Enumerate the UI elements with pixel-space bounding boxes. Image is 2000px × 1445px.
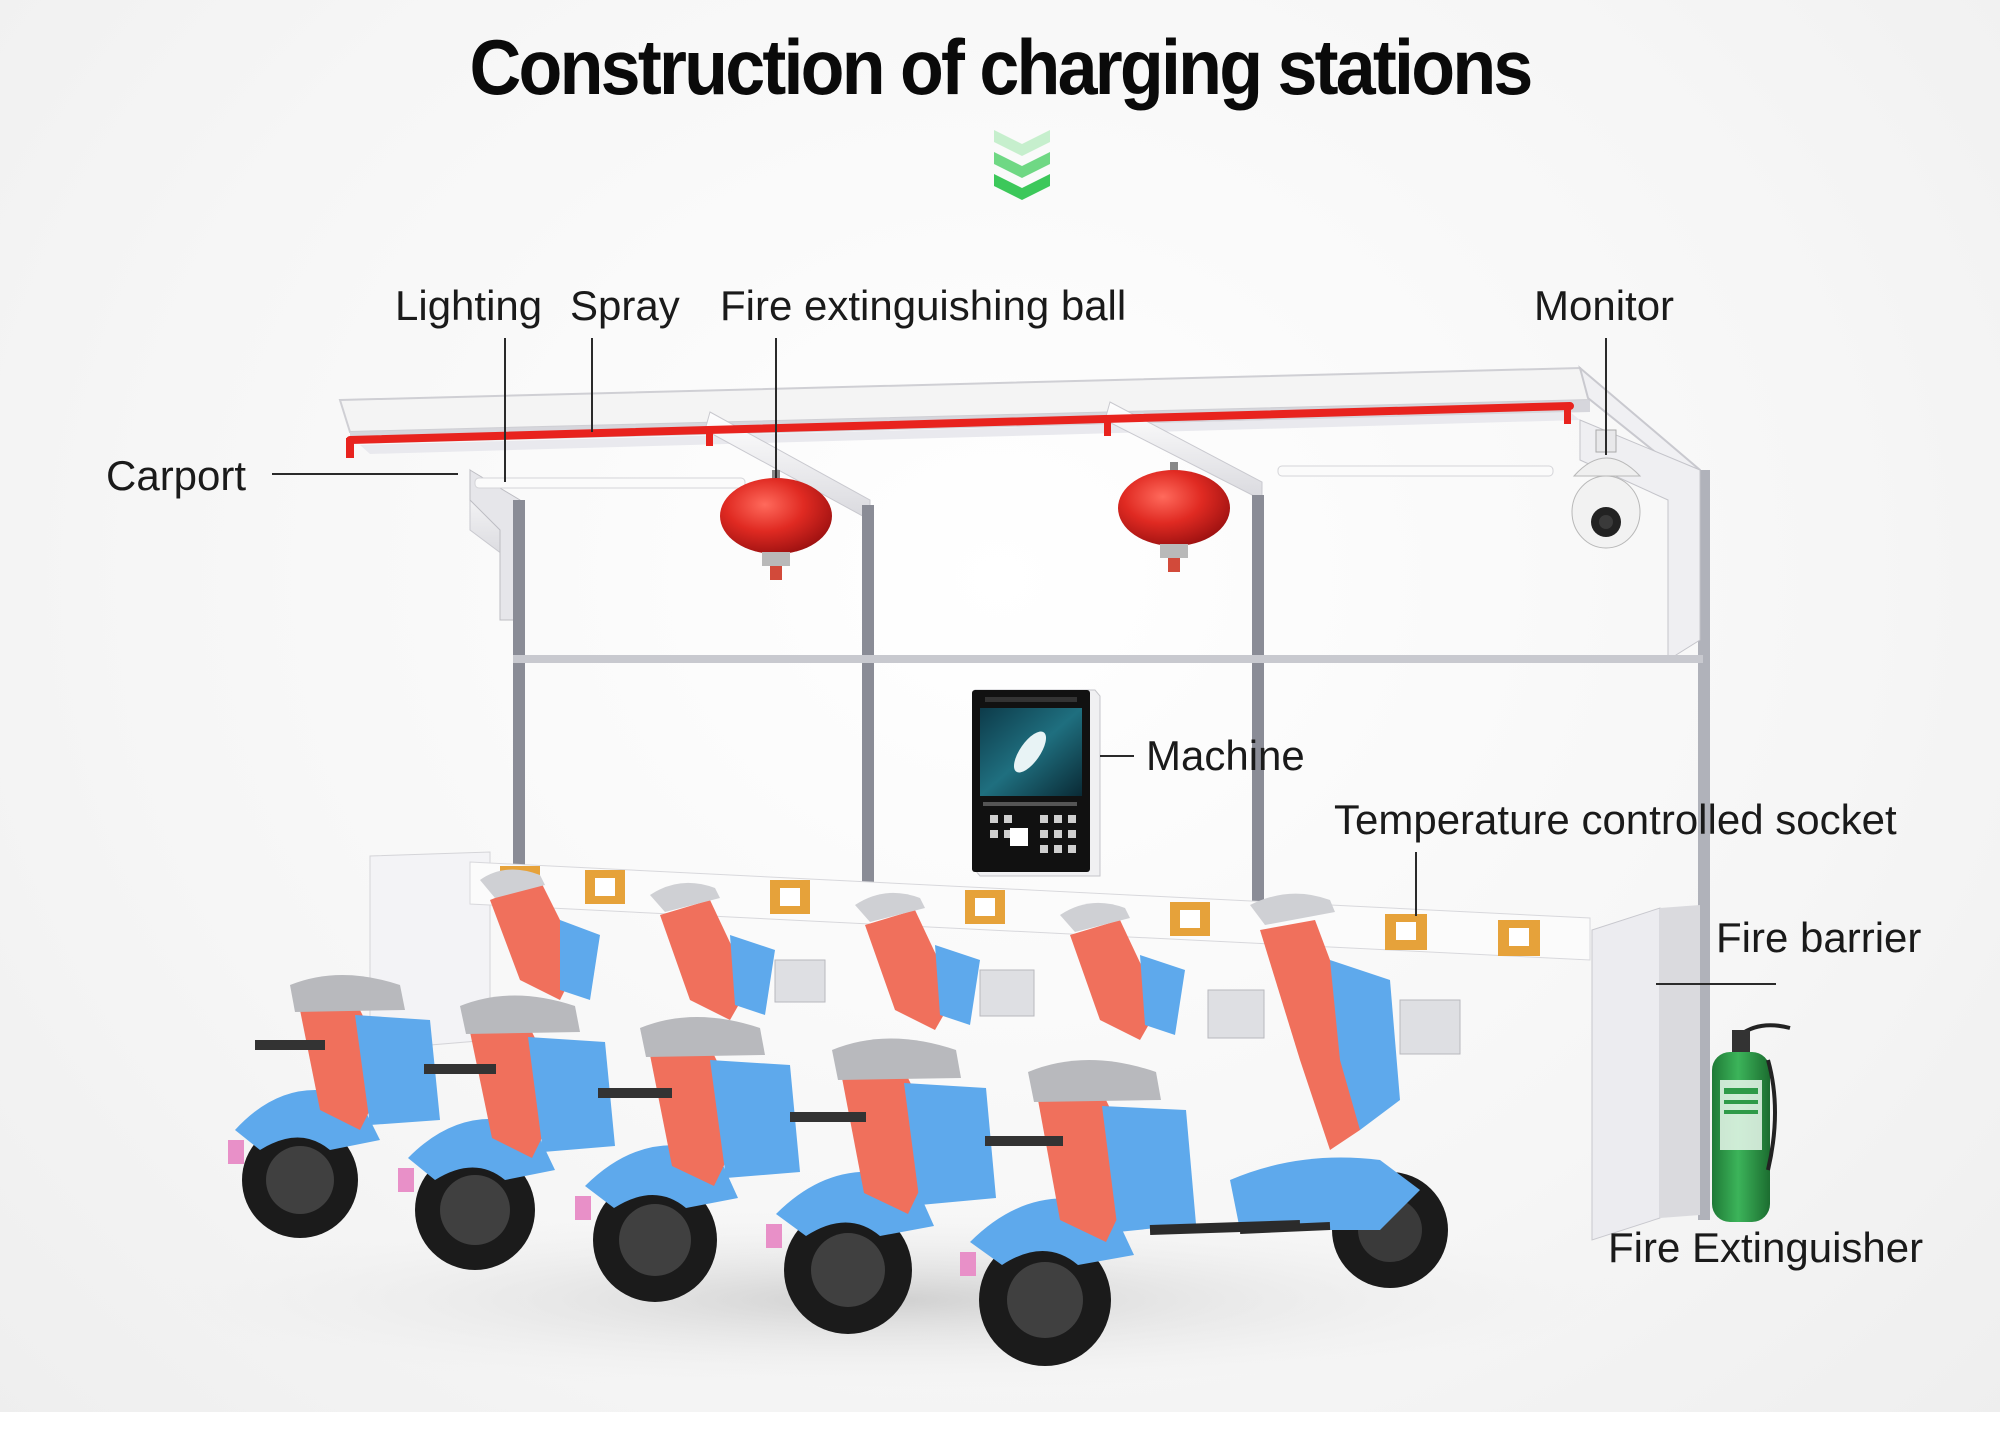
chevron-down-icon: [994, 130, 1050, 200]
bottom-band: [0, 1412, 2000, 1445]
charging-machine: [972, 689, 1101, 877]
label-carport: Carport: [106, 452, 247, 499]
label-fire-barrier: Fire barrier: [1716, 914, 1922, 961]
fire-extinguishing-ball: [1118, 462, 1230, 572]
label-monitor: Monitor: [1534, 282, 1675, 329]
fire-extinguishing-ball: [720, 470, 832, 580]
page-title: Construction of charging stations: [469, 23, 1533, 111]
label-fire-extinguisher: Fire Extinguisher: [1608, 1224, 1924, 1271]
spray-pipe: [346, 402, 1574, 458]
scooter-front-row: [228, 975, 1301, 1366]
leader-lines: [272, 338, 1776, 985]
fire-barrier-right: [1591, 907, 1661, 1241]
label-spray: Spray: [570, 282, 680, 329]
label-temperature-controlled-socket: Temperature controlled socket: [1334, 796, 1897, 843]
monitor-camera: [1571, 429, 1642, 549]
label-lighting: Lighting: [395, 282, 543, 329]
label-fire-extinguishing-ball: Fire extinguishing ball: [720, 282, 1127, 329]
label-machine: Machine: [1146, 732, 1305, 779]
fire-extinguisher: [1712, 1023, 1791, 1222]
scooter-back-row: [480, 869, 1461, 1288]
